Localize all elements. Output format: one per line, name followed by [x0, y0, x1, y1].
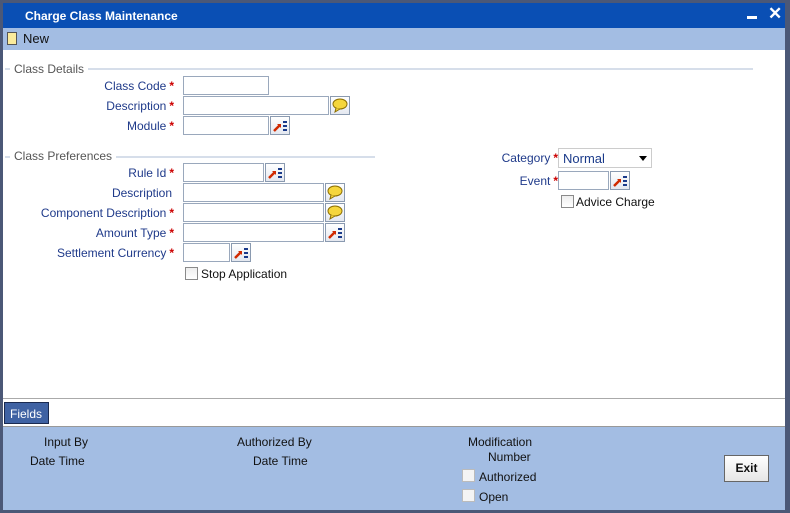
rule-id-input[interactable] — [183, 163, 264, 182]
amount-type-lov-icon[interactable] — [325, 223, 345, 242]
category-label: Category* — [501, 151, 558, 165]
close-icon[interactable]: ✕ — [768, 4, 783, 23]
chevron-down-icon — [639, 156, 647, 161]
pref-description-speech-bubble-icon[interactable] — [325, 183, 345, 202]
amount-type-label: Amount Type* — [95, 226, 174, 240]
new-document-icon — [7, 32, 17, 45]
class-preferences-heading: Class Preferences — [10, 149, 117, 163]
description-speech-bubble-icon[interactable] — [330, 96, 350, 115]
authorized-checkbox[interactable] — [462, 469, 475, 482]
divider — [5, 68, 753, 70]
stop-application-label: Stop Application — [201, 267, 288, 281]
new-label: New — [23, 31, 50, 46]
minimize-icon[interactable] — [747, 16, 757, 19]
module-lov-icon[interactable] — [270, 116, 290, 135]
stop-application-checkbox[interactable] — [185, 267, 198, 280]
rule-id-lov-icon[interactable] — [265, 163, 285, 182]
settlement-currency-lov-icon[interactable] — [231, 243, 251, 262]
module-input[interactable] — [183, 116, 269, 135]
window-title: Charge Class Maintenance — [25, 9, 178, 23]
advice-charge-label: Advice Charge — [576, 195, 655, 209]
description-input[interactable] — [183, 96, 329, 115]
event-label: Event* — [519, 174, 558, 188]
audit-footer: Input By Date Time Authorized By Date Ti… — [3, 426, 785, 510]
new-button[interactable]: New — [7, 31, 49, 46]
form-body: Class Details Class Code* Description* M… — [3, 50, 785, 398]
category-select[interactable]: Normal — [558, 148, 652, 168]
open-checkbox[interactable] — [462, 489, 475, 502]
component-description-label: Component Description* — [40, 206, 174, 220]
title-bar: Charge Class Maintenance ✕ — [3, 3, 785, 28]
toolbar: New — [3, 28, 785, 50]
number-label: Number — [488, 450, 531, 464]
open-label: Open — [479, 490, 509, 504]
tab-fields[interactable]: Fields — [4, 402, 49, 424]
module-label: Module* — [126, 119, 174, 133]
settlement-currency-label: Settlement Currency* — [56, 246, 174, 260]
pref-description-label: Description — [111, 186, 172, 200]
component-description-speech-bubble-icon[interactable] — [325, 203, 345, 222]
modification-label: Modification — [468, 435, 533, 449]
class-details-heading: Class Details — [10, 62, 89, 76]
event-input[interactable] — [558, 171, 609, 190]
component-description-input[interactable] — [183, 203, 324, 222]
category-selected-value: Normal — [563, 151, 605, 166]
divider — [5, 156, 375, 158]
rule-id-label: Rule Id* — [128, 166, 174, 180]
event-lov-icon[interactable] — [610, 171, 630, 190]
description-label: Description* — [106, 99, 174, 113]
tab-bar: Fields — [3, 398, 785, 426]
authorized-date-time-label: Date Time — [253, 454, 308, 468]
input-date-time-label: Date Time — [30, 454, 85, 468]
class-code-input[interactable] — [183, 76, 269, 95]
class-code-label: Class Code* — [104, 79, 174, 93]
exit-button[interactable]: Exit — [724, 455, 769, 482]
amount-type-input[interactable] — [183, 223, 324, 242]
settlement-currency-input[interactable] — [183, 243, 230, 262]
authorized-by-label: Authorized By — [237, 435, 312, 449]
pref-description-input[interactable] — [183, 183, 324, 202]
authorized-label: Authorized — [479, 470, 537, 484]
advice-charge-checkbox[interactable] — [561, 195, 574, 208]
input-by-label: Input By — [44, 435, 89, 449]
